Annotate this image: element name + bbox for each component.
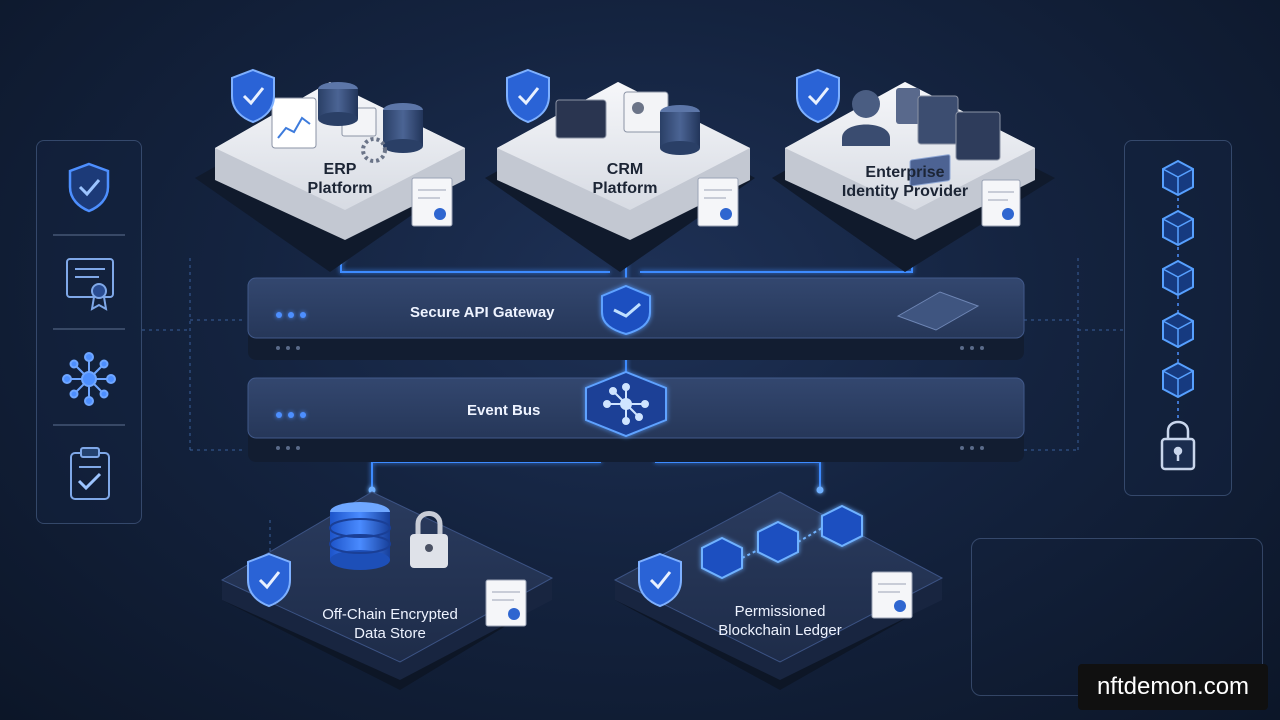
blockchain-ledger-label: Permissioned Blockchain Ledger bbox=[690, 602, 870, 640]
gateway-shield-icon bbox=[601, 284, 651, 336]
certificate-icon bbox=[66, 258, 114, 311]
padlock-icon bbox=[410, 511, 448, 568]
idp-label-line2: Identity Provider bbox=[841, 183, 969, 200]
shield-check-icon bbox=[231, 68, 275, 124]
certificate-icon bbox=[485, 579, 527, 627]
erp-platform-tile bbox=[195, 68, 465, 272]
block-icon bbox=[1162, 361, 1194, 399]
ledger-label-line1: Permissioned bbox=[734, 603, 826, 620]
certificate-icon bbox=[697, 177, 739, 227]
identity-provider-label: Enterprise Identity Provider bbox=[815, 163, 995, 201]
ledger-label-line2: Blockchain Ledger bbox=[718, 622, 842, 639]
event-bus-label: Event Bus bbox=[467, 402, 541, 419]
certificate-icon bbox=[981, 179, 1021, 227]
blockchain-ledger-tile bbox=[613, 491, 944, 690]
shield-check-icon bbox=[247, 552, 291, 608]
gateway-certificate-icon bbox=[896, 154, 980, 331]
event-bus-status-dots bbox=[276, 412, 306, 418]
shield-check-icon bbox=[796, 68, 840, 124]
block-icon bbox=[1162, 209, 1194, 247]
erp-label-line2: Platform bbox=[307, 180, 373, 197]
certificate-icon bbox=[871, 571, 913, 619]
event-bus-hub-icon bbox=[585, 370, 667, 438]
offchain-label-line1: Off-Chain Encrypted bbox=[322, 606, 458, 623]
offchain-data-store-tile bbox=[220, 491, 554, 690]
watermark: nftdemon.com bbox=[1078, 664, 1268, 710]
event-bus-vent-dots bbox=[276, 446, 300, 450]
block-icon bbox=[1162, 159, 1194, 197]
crm-platform-label: CRM Platform bbox=[555, 160, 695, 198]
crm-label-line2: Platform bbox=[592, 180, 658, 197]
erp-label-line1: ERP bbox=[323, 161, 357, 178]
crm-platform-tile bbox=[485, 68, 755, 272]
clipboard-check-icon bbox=[70, 447, 110, 500]
padlock-icon bbox=[1160, 420, 1196, 471]
offchain-data-store-label: Off-Chain Encrypted Data Store bbox=[300, 605, 480, 643]
shield-check-icon bbox=[506, 68, 550, 124]
offchain-label-line2: Data Store bbox=[354, 625, 426, 642]
crm-label-line1: CRM bbox=[606, 161, 644, 178]
gateway-vent-dots bbox=[276, 346, 300, 350]
gateway-vent-dots-right bbox=[960, 346, 984, 350]
idp-label-line1: Enterprise bbox=[865, 164, 945, 181]
erp-platform-label: ERP Platform bbox=[270, 160, 410, 198]
certificate-icon bbox=[411, 177, 453, 227]
right-blockchain-panel bbox=[1124, 140, 1232, 496]
shield-check-icon bbox=[68, 162, 110, 213]
event-bus-vent-dots-right bbox=[960, 446, 984, 450]
secure-api-gateway-label: Secure API Gateway bbox=[410, 304, 555, 321]
gateway-status-dots bbox=[276, 312, 306, 318]
block-icon bbox=[1162, 259, 1194, 297]
left-compliance-panel bbox=[36, 140, 142, 524]
block-icon bbox=[1162, 311, 1194, 349]
shield-check-icon bbox=[638, 552, 682, 608]
network-hub-icon bbox=[62, 352, 116, 406]
